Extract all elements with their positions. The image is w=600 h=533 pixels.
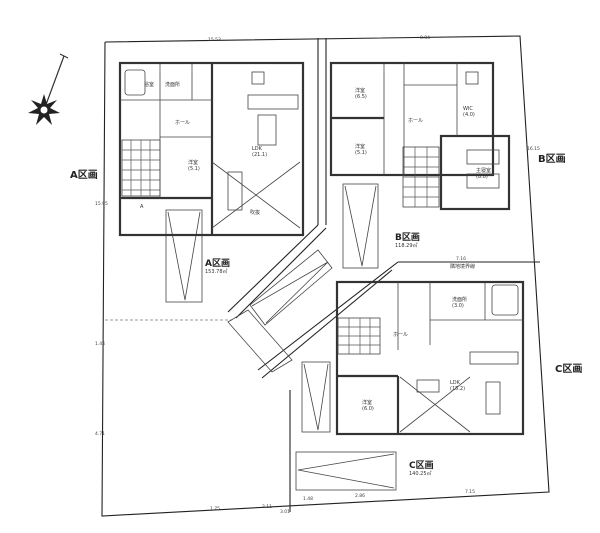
room-a-ldk: LDK <box>252 146 263 152</box>
room-b-hall: ホール <box>408 118 423 124</box>
room-c-wash: 洗面所 <box>452 296 467 303</box>
lot-label-a: A区画 <box>70 169 98 181</box>
room-a-ldk-size: (21.1) <box>252 152 267 158</box>
dim-left-a: 15.95 <box>95 201 108 207</box>
lot-label-b: B区画 <box>538 153 566 165</box>
room-b-wic-size: (4.0) <box>463 112 475 118</box>
dim-left-mid: 1.44 <box>95 341 105 347</box>
parking-b <box>342 183 379 269</box>
dim-bottom-6: 3.01 <box>280 509 290 515</box>
room-b-r3-size: (8.0) <box>476 174 488 180</box>
room-b-wic: WIC <box>463 106 473 112</box>
driveway <box>227 224 399 379</box>
stairs-c <box>337 317 381 355</box>
dim-bottom-3: 7.15 <box>465 489 475 495</box>
dim-right-b: 16.15 <box>527 146 540 152</box>
dim-bottom-2: 2.86 <box>355 493 365 499</box>
lot-name-c: C区画 <box>409 460 434 471</box>
dim-c-top: 7.16 <box>456 256 466 262</box>
room-b-r2-size: (5.1) <box>355 150 367 156</box>
house-c <box>335 280 525 436</box>
room-a-hall: ホール <box>175 120 190 126</box>
room-b-r1-size: (6.5) <box>355 94 367 100</box>
lot-area-b: 118.29㎡ <box>395 242 418 249</box>
dim-top-left: 15.53 <box>208 37 221 43</box>
room-c-wash-size: (3.0) <box>452 303 464 309</box>
house-b <box>329 61 511 211</box>
compass-icon <box>28 53 69 125</box>
room-b-r2: 洋室 <box>355 143 365 150</box>
dim-bottom-5: 1.75 <box>210 506 220 512</box>
room-b-r1: 洋室 <box>355 87 365 94</box>
lot-area-c: 140.25㎡ <box>409 470 432 477</box>
room-c-note: 隣地境界線 <box>450 263 475 270</box>
lot-name-a: A区画 <box>205 258 230 269</box>
room-c-room: 洋室 <box>362 399 372 406</box>
room-a-void: 吹抜 <box>250 209 260 216</box>
stairs-b <box>402 146 440 208</box>
site-boundary <box>101 35 550 517</box>
dim-left-low: 4.71 <box>95 431 105 437</box>
room-a-room-size: (5.1) <box>188 166 200 172</box>
parking-a <box>165 209 203 303</box>
dim-bottom-1: 1.48 <box>303 496 313 502</box>
lot-name-b: B区画 <box>395 232 420 243</box>
room-c-ldk-size: (15.2) <box>450 386 465 392</box>
lot-label-c: C区画 <box>555 363 582 375</box>
parking-c2 <box>295 451 397 491</box>
dim-bottom-4: 2.11 <box>262 504 272 510</box>
room-c-room-size: (6.0) <box>362 406 374 412</box>
room-b-r3: 主寝室 <box>476 167 491 174</box>
room-c-ldk: LDK <box>450 380 461 386</box>
room-c-hall: ホール <box>393 332 408 338</box>
parking-c1 <box>301 361 331 433</box>
room-a-bath: 浴室 <box>144 81 154 88</box>
room-a-room: 洋室 <box>188 159 198 166</box>
lot-area-a: 153.78㎡ <box>205 268 228 275</box>
stairs-a <box>121 139 161 197</box>
house-a <box>118 61 305 237</box>
point-a: A <box>140 204 144 210</box>
room-a-wash: 洗面所 <box>165 81 180 88</box>
dim-top-right: 8.84 <box>420 35 430 41</box>
